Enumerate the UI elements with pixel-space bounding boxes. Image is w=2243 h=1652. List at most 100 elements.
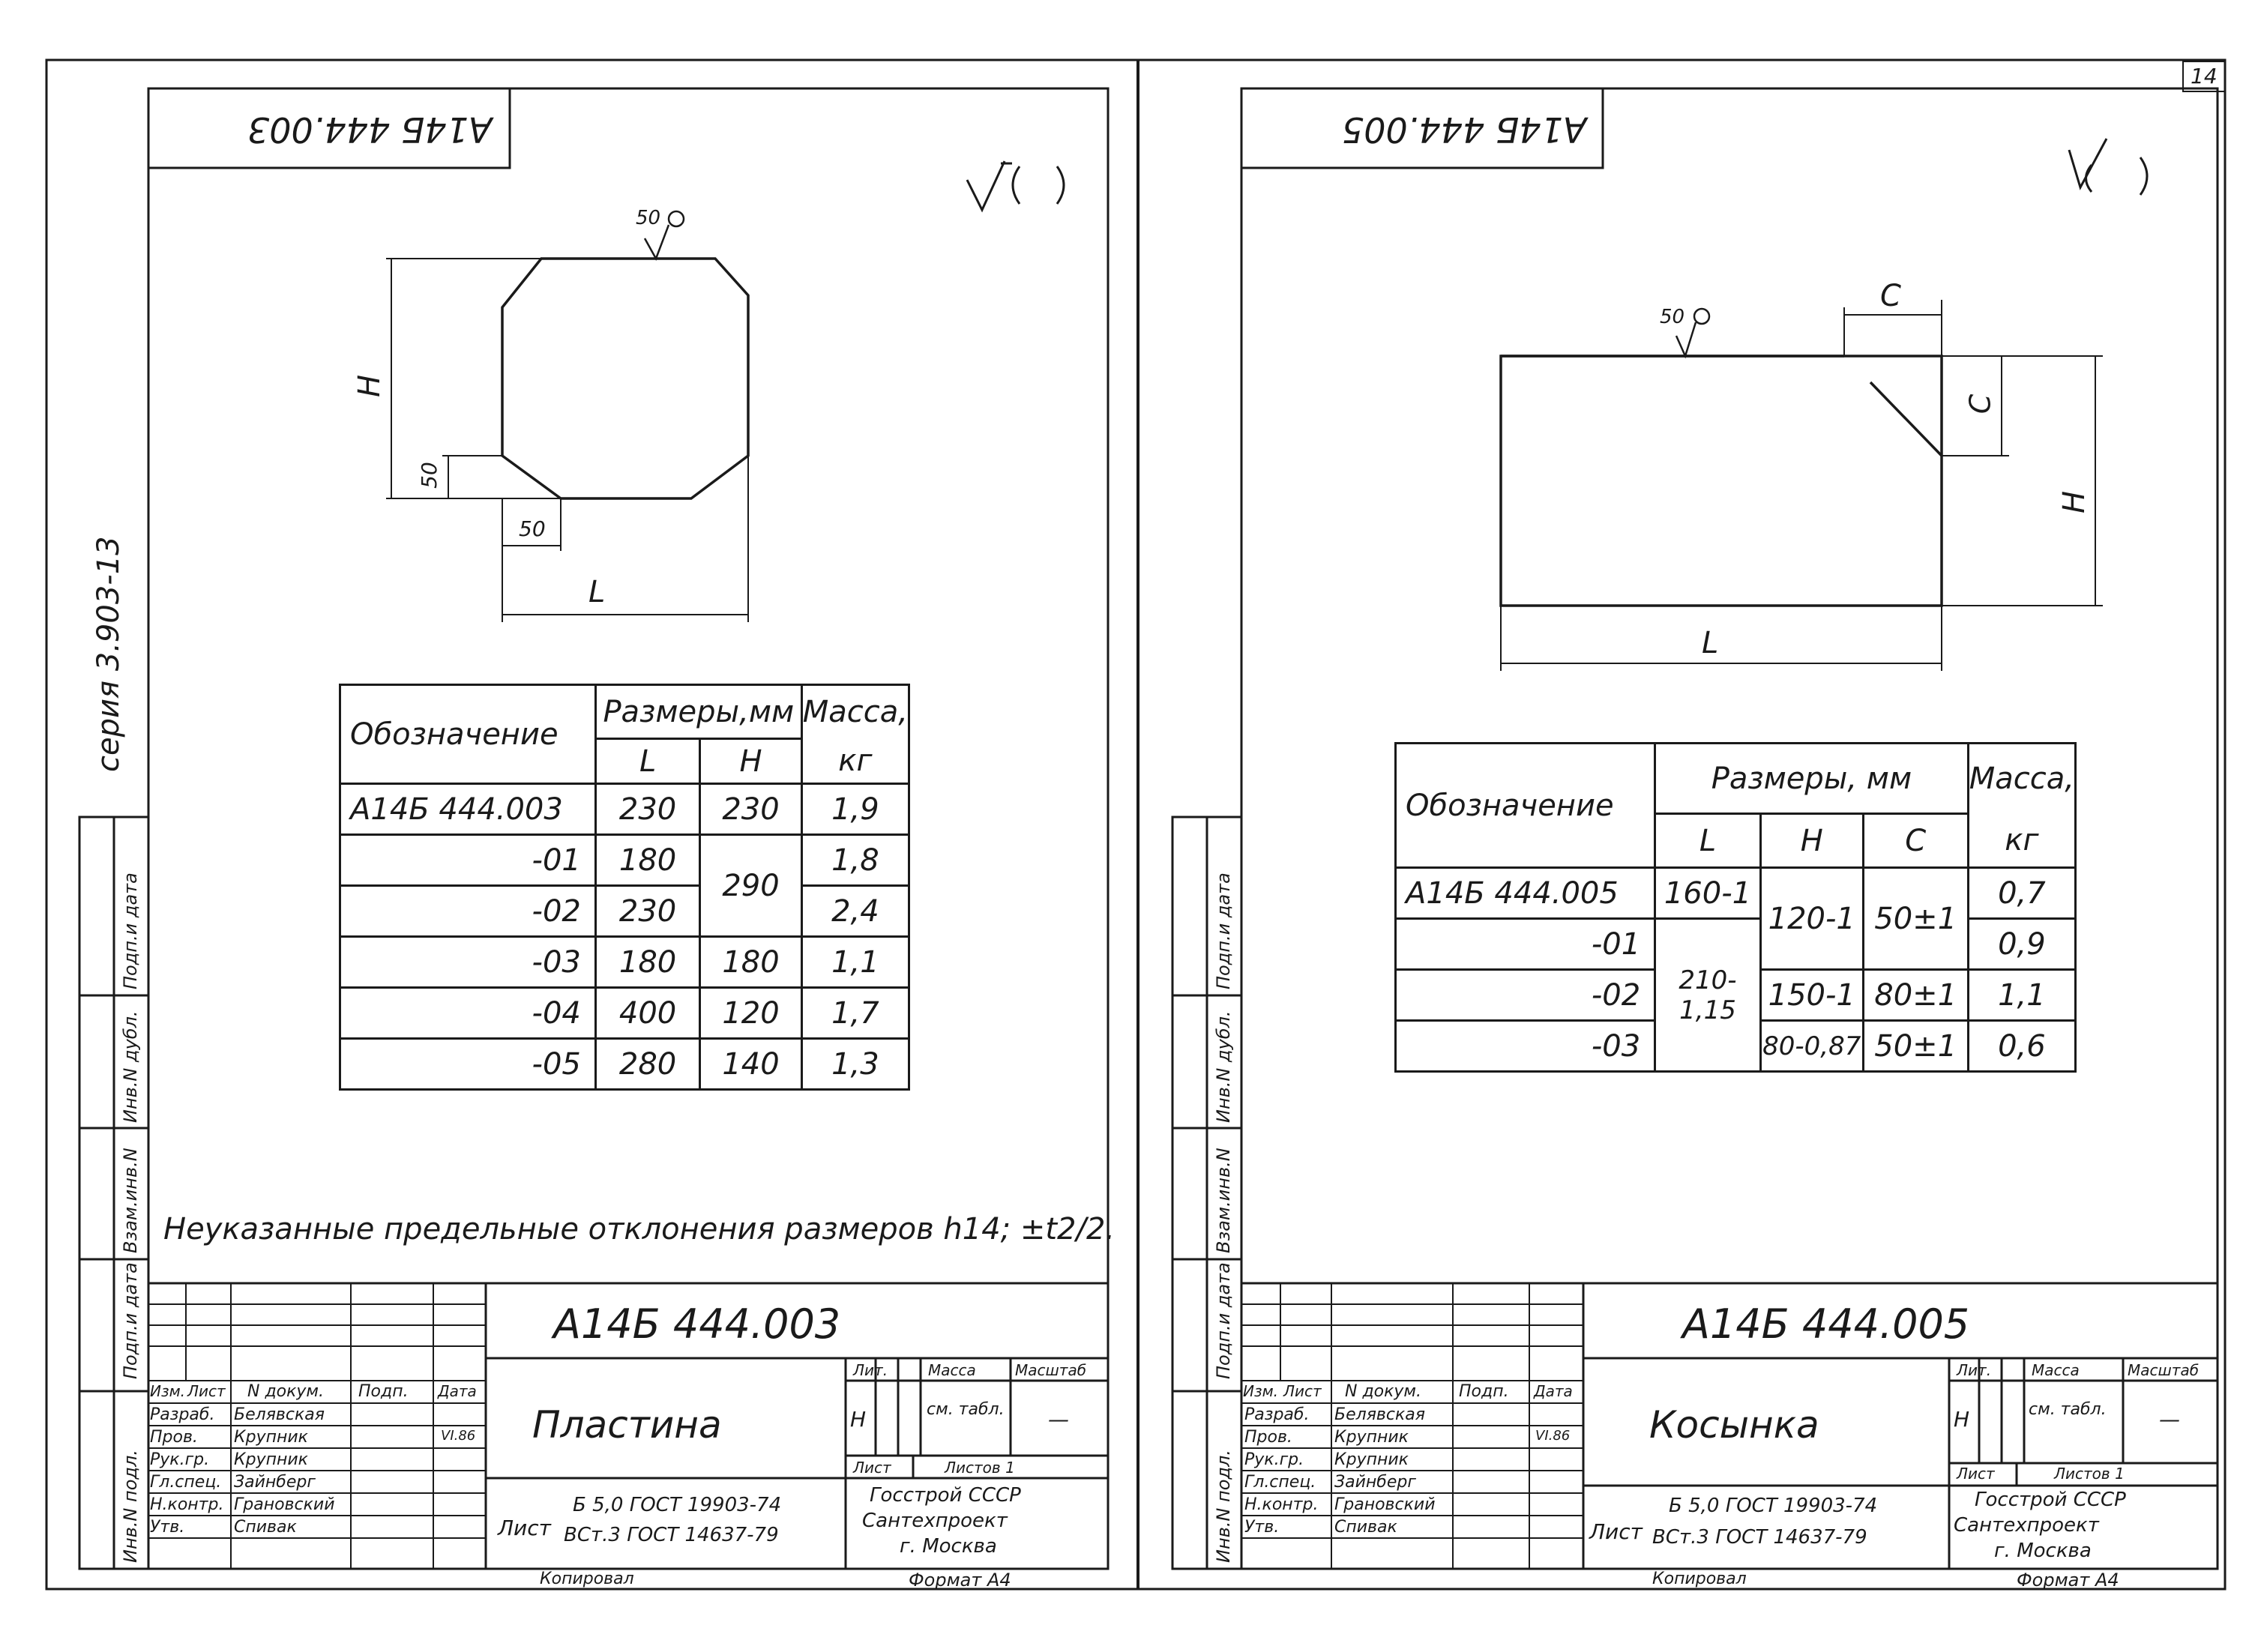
name-ruk: Крупник — [1334, 1450, 1409, 1469]
name-glspec: Зайнберг — [234, 1473, 316, 1492]
stamp-material-1: Б 5,0 ГОСТ 19903-74 — [573, 1494, 782, 1516]
table-cell-mass: 1,9 — [800, 783, 911, 836]
name-utv: Спивак — [234, 1518, 297, 1537]
role-nkontr: Н.контр. — [1244, 1495, 1319, 1514]
role-utv: Утв. — [1244, 1518, 1280, 1537]
table-cell-H: 290 — [699, 833, 803, 938]
stamp-sheets-label: Листов 1 — [945, 1459, 1015, 1477]
role-ruk: Рук.гр. — [1244, 1450, 1304, 1469]
table-cell-mass: 0,6 — [1966, 1019, 2077, 1073]
header-designation: Обозначение — [339, 684, 597, 785]
stamp-list-label: Лист — [498, 1516, 551, 1540]
table-cell-mass: 1,7 — [800, 986, 911, 1040]
stamp-code-right: А14Б 444.005 — [1682, 1300, 1970, 1348]
col-head-list: Лист — [187, 1382, 226, 1400]
stamp-org-3: г. Москва — [900, 1535, 997, 1558]
stamp-material-2: ВСт.3 ГОСТ 14637-79 — [1652, 1526, 1867, 1549]
header-mass: Масса, — [1966, 742, 2077, 814]
format-label-right: Формат А4 — [2017, 1570, 2119, 1591]
header-mass-unit: кг — [800, 738, 911, 785]
header-H: H — [699, 738, 803, 785]
stamp-material-2: ВСт.3 ГОСТ 14637-79 — [564, 1524, 779, 1546]
table-cell-H: 80-0,87 — [1759, 1019, 1864, 1073]
stamp-org-3: г. Москва — [1994, 1540, 2092, 1562]
role-prov: Пров. — [1244, 1428, 1292, 1447]
stamp-org-1: Госстрой СССР — [1975, 1489, 2126, 1511]
table-cell-H: 150-1 — [1759, 968, 1864, 1022]
name-nkontr: Грановский — [1334, 1495, 1436, 1514]
name-utv: Спивак — [1334, 1518, 1397, 1537]
header-C: C — [1861, 813, 1969, 869]
header-H: H — [1759, 813, 1864, 869]
stamp-date: VI.86 — [441, 1428, 476, 1444]
table-cell-L: 280 — [594, 1037, 702, 1091]
table-row-designation: -03 — [1394, 1019, 1657, 1073]
table-cell-H: 140 — [699, 1037, 803, 1091]
table-cell-H: 120-1 — [1759, 866, 1864, 971]
name-razrab: Белявская — [234, 1405, 325, 1424]
name-razrab: Белявская — [1334, 1405, 1425, 1424]
role-razrab: Разраб. — [1244, 1405, 1310, 1424]
dim-50-horizontal: 50 — [519, 516, 546, 541]
table-row-designation: А14Б 444.005 — [1394, 866, 1657, 920]
stamp-code-left: А14Б 444.003 — [553, 1300, 841, 1348]
copied-label-left: Копировал — [540, 1570, 634, 1588]
table-row-designation: -05 — [339, 1037, 597, 1091]
table-cell-H: 180 — [699, 935, 803, 989]
spec-table-right: Обозначение Размеры, мм Масса, L H C кг … — [1394, 742, 2077, 1073]
role-ruk: Рук.гр. — [150, 1450, 210, 1469]
table-row-designation: -01 — [1394, 917, 1657, 971]
stamp-scale-label: Масштаб — [2128, 1361, 2200, 1379]
gusset-roughness-value: 50 — [1660, 306, 1685, 328]
header-designation: Обозначение — [1394, 742, 1657, 869]
role-glspec: Гл.спец. — [1244, 1473, 1316, 1492]
stamp-sheets-label: Листов 1 — [2054, 1465, 2125, 1483]
role-prov: Пров. — [150, 1428, 198, 1447]
table-cell-H: 120 — [699, 986, 803, 1040]
stamp-lit-value: Н — [850, 1407, 867, 1432]
format-label-left: Формат А4 — [909, 1570, 1011, 1591]
role-utv: Утв. — [150, 1518, 185, 1537]
table-cell-mass: 1,1 — [800, 935, 911, 989]
header-mass-unit: кг — [1966, 813, 2077, 869]
stamp-lit-label: Лит. — [1957, 1361, 1992, 1379]
stamp-lit-value: Н — [1954, 1407, 1970, 1432]
table-cell-C: 80±1 — [1861, 968, 1969, 1022]
col-head-izm: Изм. — [1243, 1382, 1279, 1400]
table-cell-mass: 2,4 — [800, 884, 911, 938]
table-row-designation: А14Б 444.003 — [339, 783, 597, 836]
table-cell-C: 50±1 — [1861, 1019, 1969, 1073]
table-cell-L: 230 — [594, 884, 702, 938]
name-prov: Крупник — [1334, 1428, 1409, 1447]
col-head-data: Дата — [1534, 1382, 1573, 1400]
table-row-designation: -02 — [1394, 968, 1657, 1022]
stamp-mass-value: см. табл. — [927, 1400, 1005, 1419]
table-cell-L: 400 — [594, 986, 702, 1040]
col-head-izm: Изм. — [150, 1382, 186, 1400]
header-L: L — [594, 738, 702, 785]
stamp-org-1: Госстрой СССР — [870, 1484, 1021, 1507]
table-cell-L: 180 — [594, 935, 702, 989]
copied-label-right: Копировал — [1652, 1570, 1747, 1588]
col-head-podp: Подп. — [1459, 1382, 1509, 1401]
dim-L-left: L — [588, 575, 606, 609]
name-nkontr: Грановский — [234, 1495, 335, 1514]
stamp-sheet-label: Лист — [1957, 1465, 1995, 1483]
stamp-material-1: Б 5,0 ГОСТ 19903-74 — [1669, 1495, 1878, 1517]
stamp-scale-value: — — [1048, 1407, 1069, 1432]
table-cell-mass: 0,7 — [1966, 866, 2077, 920]
header-sizes: Размеры,мм — [594, 684, 803, 740]
role-nkontr: Н.контр. — [150, 1495, 224, 1514]
header-sizes: Размеры, мм — [1654, 742, 1969, 815]
table-cell-H: 230 — [699, 783, 803, 836]
page-number: 14 — [2191, 64, 2218, 88]
name-ruk: Крупник — [234, 1450, 308, 1469]
name-glspec: Зайнберг — [1334, 1473, 1416, 1492]
role-razrab: Разраб. — [150, 1405, 215, 1424]
stamp-mass-label: Масса — [928, 1361, 976, 1379]
stamp-org-2: Сантехпроект — [862, 1510, 1008, 1532]
dim-C-top: C — [1880, 279, 1901, 313]
